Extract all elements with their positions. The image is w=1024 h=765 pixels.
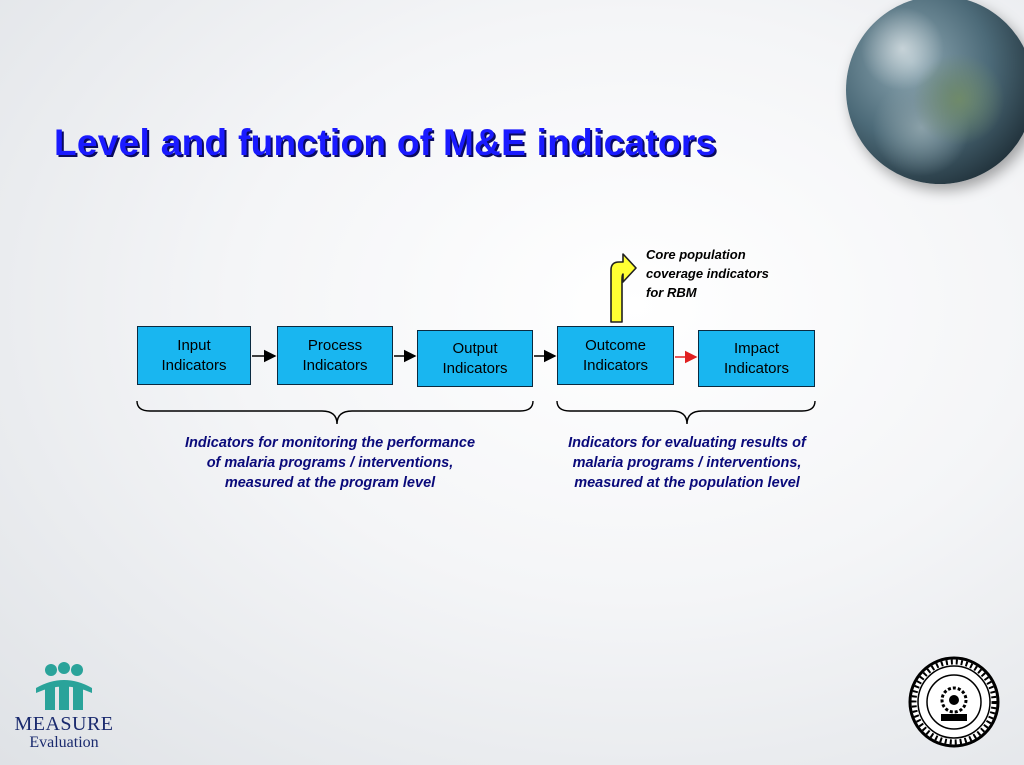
input-indicators-box: Input Indicators xyxy=(137,326,251,385)
university-seal-icon xyxy=(908,656,1000,748)
right-brace xyxy=(556,400,816,425)
process-indicators-box: Process Indicators xyxy=(277,326,393,385)
program-level-caption: Indicators for monitoring the performanc… xyxy=(184,435,476,491)
outcome-indicators-box: Outcome Indicators xyxy=(557,326,674,385)
slide-title: Level and function of M&E indicators xyxy=(54,122,717,163)
up-arrow-core-indicators xyxy=(610,253,637,323)
output-indicators-box: Output Indicators xyxy=(417,330,533,387)
population-level-caption: Indicators for evaluating results of mal… xyxy=(568,435,806,491)
left-brace xyxy=(136,400,534,425)
logo-text-evaluation: Evaluation xyxy=(29,734,99,751)
logo-text-measure: MEASURE xyxy=(14,713,114,735)
measure-evaluation-logo: MEASURE Evaluation xyxy=(14,662,114,757)
people-logo-icon xyxy=(36,662,92,710)
core-population-note: Core population coverage indicators for … xyxy=(646,247,769,300)
globe-image xyxy=(846,0,1024,184)
impact-indicators-box: Impact Indicators xyxy=(698,330,815,387)
